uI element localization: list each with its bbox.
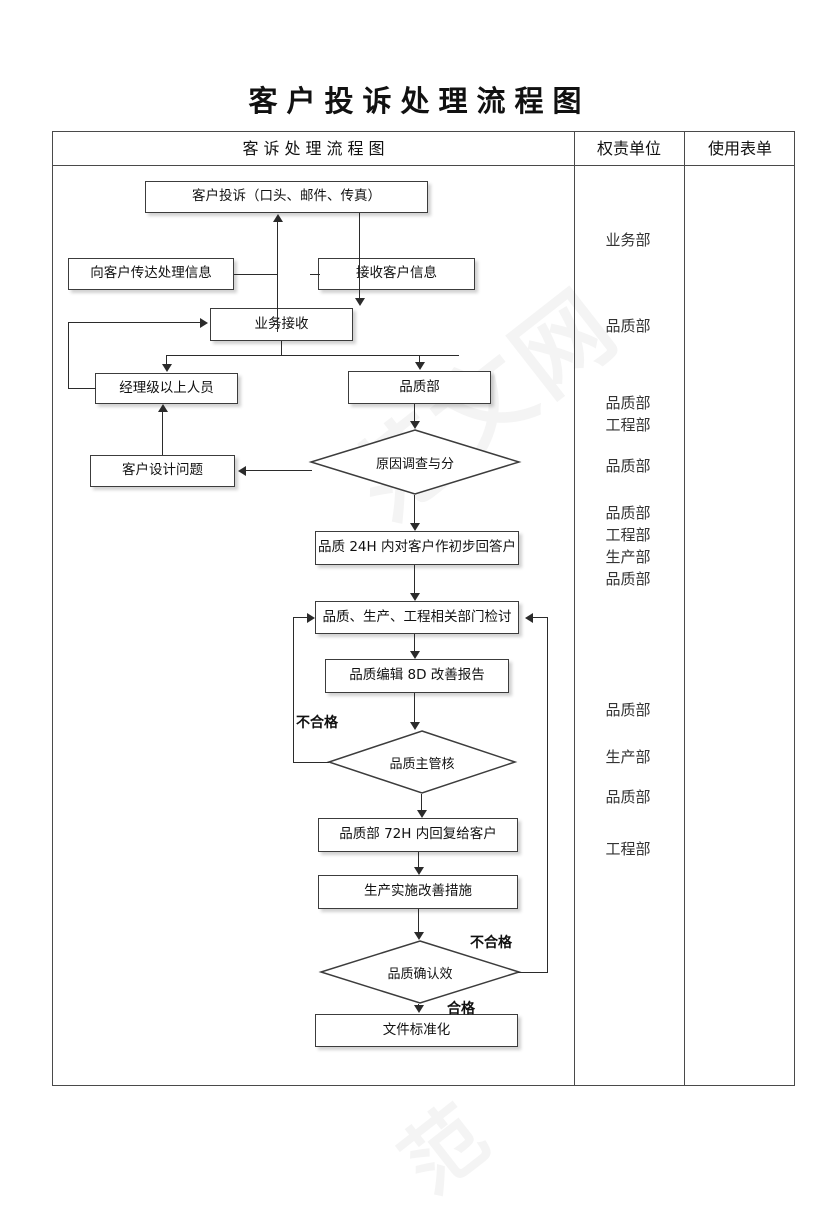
dept-label-5: 品质部 — [605, 504, 651, 522]
flow-table: 客诉处理流程图 权责单位 使用表单 — [52, 131, 795, 1086]
edge-manager-loop-vert — [68, 322, 70, 389]
node-8d-report[interactable]: 品质编辑 8D 改善报告 — [325, 659, 509, 693]
arrow-confirm-fail-to-review — [525, 613, 533, 623]
arrow-cause-to-design — [238, 466, 246, 476]
node-reply-24h[interactable]: 品质 24H 内对客户作初步回答户 — [315, 531, 519, 565]
arrow-quality-to-cause — [410, 421, 420, 429]
arrow-review-to-8d — [410, 651, 420, 659]
arrow-reply72h-to-improve — [414, 867, 424, 875]
node-manager-level[interactable]: 经理级以上人员 — [95, 373, 238, 404]
edge-supervisor-fail-h — [293, 762, 329, 764]
dept-label-8: 品质部 — [605, 570, 651, 588]
header-form: 使用表单 — [707, 139, 772, 158]
arrow-manager-to-bizreceive — [200, 318, 208, 328]
header-flow: 客诉处理流程图 — [242, 139, 390, 158]
edge-manager-loop-top — [68, 322, 200, 324]
edge-label-confirm-fail: 不合格 — [470, 935, 512, 951]
edge-reply24h-to-review — [414, 565, 416, 593]
page-title: 客户投诉处理流程图 — [248, 84, 591, 118]
edge-up-to-complaint — [277, 222, 279, 332]
edge-supervisor-fail-top — [293, 617, 307, 619]
column-divider-2 — [684, 132, 685, 1085]
arrow-supervisor-to-reply72h — [417, 810, 427, 818]
node-complaint[interactable]: 客户投诉（口头、邮件、传真） — [145, 181, 428, 213]
edge-reply72h-to-improve — [418, 852, 420, 867]
edge-split-left — [166, 355, 168, 365]
edge-confirm-fail-top — [533, 617, 548, 619]
edge-label-supervisor-fail: 不合格 — [296, 715, 338, 731]
edge-manager-loop-bottom — [68, 388, 96, 390]
arrow-reply24h-to-review — [410, 593, 420, 601]
edge-split-right — [419, 355, 421, 363]
edge-label-confirm-pass: 合格 — [447, 1001, 475, 1017]
arrow-cause-to-reply24h — [410, 523, 420, 531]
arrow-design-to-manager — [158, 404, 168, 412]
node-business-receive[interactable]: 业务接收 — [210, 308, 353, 341]
dept-label-11: 品质部 — [605, 788, 651, 806]
node-reply-72h[interactable]: 品质部 72H 内回复给客户 — [318, 818, 518, 852]
edge-inform-right — [234, 274, 278, 276]
watermark-secondary: 范 — [373, 1071, 512, 1215]
table-header-row — [53, 132, 794, 166]
dept-label-7: 生产部 — [605, 548, 651, 566]
dept-label-1: 品质部 — [605, 317, 651, 335]
dept-label-0: 业务部 — [605, 231, 651, 249]
node-quality-dept[interactable]: 品质部 — [348, 371, 491, 404]
page-root: 范文网 范 客户投诉处理流程图 客诉处理流程图 权责单位 使用表单 业务部 品质… — [52, 84, 795, 1211]
node-cause-analysis[interactable]: 原因调查与分 — [308, 429, 522, 495]
node-review-meeting[interactable]: 品质、生产、工程相关部门检讨 — [315, 601, 519, 634]
edge-bizreceive-down — [281, 341, 283, 356]
edge-supervisor-fail-v — [293, 617, 295, 763]
dept-label-4: 品质部 — [605, 457, 651, 475]
edge-cause-to-design — [246, 470, 312, 472]
edge-8d-to-supervisor — [414, 693, 416, 722]
edge-review-to-8d — [414, 634, 416, 651]
edge-improve-to-confirm — [418, 909, 420, 932]
edge-complaint-to-receive — [359, 213, 361, 298]
edge-confirm-fail-v — [547, 617, 549, 973]
node-standardize[interactable]: 文件标准化 — [315, 1014, 518, 1047]
arrow-supervisor-fail-to-review — [307, 613, 315, 623]
edge-split-bar — [166, 355, 459, 357]
dept-label-6: 工程部 — [605, 526, 651, 544]
arrow-confirm-to-standardize — [414, 1005, 424, 1013]
node-receive-info[interactable]: 接收客户信息 — [318, 258, 475, 290]
edge-receiveinfo-left — [310, 274, 320, 276]
arrow-to-manager — [162, 364, 172, 372]
node-implement-improvement[interactable]: 生产实施改善措施 — [318, 875, 518, 909]
edge-design-to-manager — [162, 412, 164, 455]
dept-label-10: 生产部 — [605, 748, 651, 766]
node-inform-customer[interactable]: 向客户传达处理信息 — [68, 258, 234, 290]
dept-label-12: 工程部 — [605, 840, 651, 858]
header-department: 权责单位 — [596, 139, 661, 158]
arrow-improve-to-confirm — [414, 932, 424, 940]
node-design-issue[interactable]: 客户设计问题 — [90, 455, 235, 487]
node-supervisor-approval[interactable]: 品质主管核 — [326, 730, 518, 794]
dept-label-2: 品质部 — [605, 394, 651, 412]
edge-cause-to-reply24h — [414, 495, 416, 523]
arrow-to-quality — [415, 362, 425, 370]
edge-supervisor-to-reply72h — [421, 794, 423, 810]
dept-label-3: 工程部 — [605, 416, 651, 434]
arrow-8d-to-supervisor — [410, 722, 420, 730]
column-divider-1 — [574, 132, 575, 1085]
edge-quality-to-cause — [414, 404, 416, 421]
arrow-complaint-down — [355, 298, 365, 306]
dept-label-9: 品质部 — [605, 701, 651, 719]
edge-confirm-fail-h — [518, 972, 548, 974]
arrow-up-to-complaint — [273, 214, 283, 222]
